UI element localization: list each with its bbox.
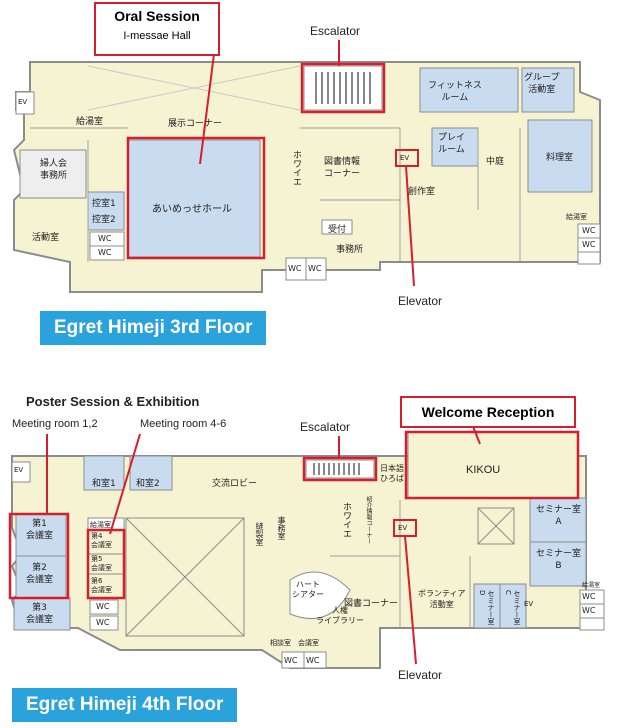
floor4-kaigi6: 第6 会議室 (91, 577, 112, 594)
floor3-wc-2: WC (98, 248, 112, 257)
floor3-aimesse: あいめっせホール (152, 204, 232, 215)
floor3-tenji: 展示コーナー (168, 119, 223, 129)
floor3-banner: Egret Himeji 3rd Floor (40, 311, 267, 345)
floor3-oral-callout: Oral Session I-messae Hall (94, 2, 220, 56)
floor3-toshojoho: 図書情報 コーナー (324, 157, 361, 179)
floor3-sosaku: 創作室 (408, 187, 436, 197)
floor4-meeting12-highlight (8, 512, 70, 600)
floor3-kyuto: 給湯室 (76, 117, 104, 127)
floor4-kaigi4: 第4 会議室 (91, 532, 112, 549)
floor4-meeting46-pointer (109, 433, 141, 535)
floor4-wc-1: WC (96, 602, 110, 611)
floor3-elevator-pointer (405, 165, 415, 287)
floor3-wc-4: WC (308, 264, 322, 273)
floor3-escalator-label: Escalator (310, 24, 361, 38)
floor3-kyuto2: 給湯室 (566, 213, 587, 221)
floor4-kikaku: 紹介情報コーナー (365, 496, 372, 544)
floor4-kikou: KIKOU (466, 464, 501, 476)
floor3-hikae2: 控室2 (92, 215, 116, 225)
floor4-seminar-a: セミナー室 A (536, 505, 582, 527)
floor4-jimushitsu: 事務室 (277, 516, 286, 540)
floor3-hikae1: 控室1 (92, 199, 116, 209)
floor4-ev-box: EV (398, 524, 408, 532)
floor4-elevator-label: Elevator (398, 668, 443, 682)
floor3-ryori: 料理室 (546, 153, 574, 163)
floor4-kaigi2: 第2 会議室 (26, 563, 54, 585)
floor3-elevator-label: Elevator (398, 294, 443, 308)
floor3-wc-6: WC (582, 240, 596, 249)
floor4-ev-room: EV (14, 466, 24, 474)
floor4-seminar-c: セミナー室 C (504, 590, 521, 625)
floor3-ev-box: EV (400, 154, 410, 162)
floor3-hall-highlight (126, 136, 266, 260)
floor4-volunteer: ボランティア 活動室 (418, 589, 466, 609)
floor4-kikou-highlight (404, 430, 580, 500)
floor4-elevator-pointer (404, 535, 417, 665)
floor4-kaigi5: 第5 会議室 (91, 555, 112, 572)
floor3-jimushitsu: 事務所 (336, 245, 364, 255)
floor4-washitsu1: 和室1 (92, 479, 116, 489)
floor4-kaigi1: 第1 会議室 (26, 519, 54, 541)
floor4-heart: ハート シアター (292, 580, 324, 599)
floor4-wc-4: WC (306, 656, 320, 665)
hall-name: I-messae Hall (123, 30, 191, 42)
floor3-group: グループ 活動室 (524, 73, 560, 95)
floor4-banner: Egret Himeji 4th Floor (12, 688, 238, 722)
floor4-wc-2: WC (96, 618, 110, 627)
floor4-meeting46-highlight (86, 528, 126, 600)
floor3-play: プレイ ルーム (438, 133, 466, 155)
floor3-escalator-highlight (300, 62, 386, 114)
floor3-oral-pointer (199, 53, 215, 165)
floor4-wc-6: WC (582, 606, 596, 615)
floor3-fitness: フィットネス ルーム (428, 81, 482, 103)
floor3-building (12, 61, 601, 293)
floor4-washitsu2: 和室2 (136, 479, 160, 489)
floor4-building (10, 431, 605, 669)
floor4-nuigurumi: 縫製室 (255, 522, 264, 546)
floor4-jinken: 人権 ライブラリー (316, 606, 364, 625)
floor4-ev-room2: EV (524, 600, 534, 608)
floor4-kyuto: 給湯室 (90, 521, 111, 529)
floor3-wc-5: WC (582, 226, 596, 235)
floor4-foyer: ホワイエ (341, 502, 351, 538)
poster-title: Poster Session & Exhibition (26, 394, 200, 409)
floor3-wc-1: WC (98, 234, 112, 243)
floor4-nihongo: 日本語 ひろば (380, 464, 404, 483)
floor4-escalator-label: Escalator (300, 420, 351, 434)
oral-session-title: Oral Session (114, 8, 200, 24)
floor4-seminar-d: セミナー室 D (478, 590, 495, 625)
floor4-koryu: 交流ロビー (212, 479, 258, 489)
floor3-ev-room: EV (18, 98, 28, 106)
floor3-uketsuke: 受付 (328, 225, 347, 235)
welcome-callout: Welcome Reception (400, 396, 576, 428)
floor4-tosho: 図書コーナー (344, 599, 399, 609)
floor4-seminar-b: セミナー室 B (536, 549, 582, 571)
floor3-fujinkai: 婦人会 事務所 (40, 159, 68, 181)
floor3-foyer: ホワイエ (291, 150, 301, 186)
floor3-katsudo: 活動室 (32, 233, 60, 243)
floor4-kyuto2: 給湯室 (582, 582, 601, 589)
floor4-sodan: 相談室 (270, 639, 291, 647)
floor4-kaigi3: 第3 会議室 (26, 603, 54, 625)
floor4-kaigishitsu: 会議室 (298, 639, 319, 647)
floor3-wc-3: WC (288, 264, 302, 273)
floor3-nakaniwa: 中庭 (486, 157, 505, 167)
floor4-wc-3: WC (284, 656, 298, 665)
meeting12-label: Meeting room 1,2 (12, 418, 98, 430)
floor4-wc-5: WC (582, 592, 596, 601)
meeting46-label: Meeting room 4-6 (140, 418, 227, 430)
